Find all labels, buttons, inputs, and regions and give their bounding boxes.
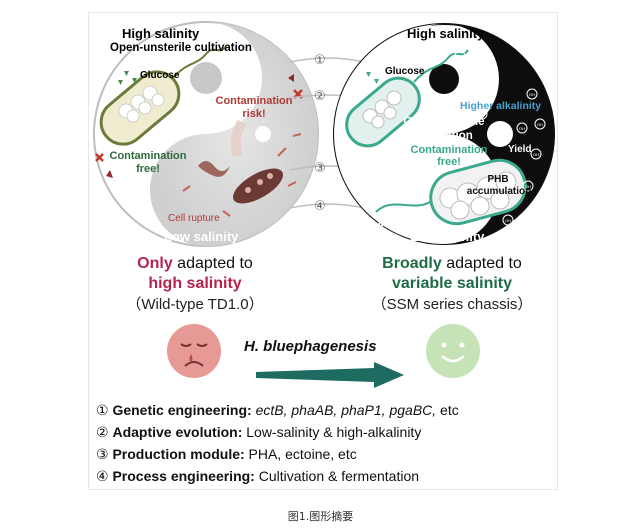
strategy-num-1: ① (96, 402, 109, 418)
strategy-detail-4: Cultivation & fermentation (254, 468, 420, 484)
organism-label: H. bluephagenesis (244, 338, 377, 355)
strategy-detail-2: Low-salinity & high-alkalinity (242, 424, 422, 440)
left-rupture-debris (182, 133, 302, 217)
right-cultivation-label-2: cultivation (415, 130, 473, 142)
right-caption-emph: Broadly (382, 255, 442, 272)
strategy-num-3: ③ (96, 446, 109, 462)
strategy-italic-1: ectB, phaAB, phaP1, pgaBC, (255, 402, 437, 418)
arrow-number-1: ① (314, 52, 326, 67)
strategy-num-4: ④ (96, 468, 109, 484)
arrow-number-2: ② (314, 88, 326, 103)
right-bacterium-top (345, 49, 469, 148)
right-alkalinity-label: Higher alkalinity (460, 100, 542, 112)
oh-ion-label: OH (457, 54, 463, 59)
left-arrows (106, 74, 294, 178)
left-contamination-free-label: Contamination free! (109, 150, 187, 175)
oh-ion-label: OH (519, 126, 525, 131)
strategy-title-3: Production module: (112, 446, 245, 462)
right-caption-line2: variable salinity (391, 275, 513, 292)
strategy-item-4: ④ Process engineering: Cultivation & fer… (96, 468, 419, 485)
right-low-salinity-label: Low salinity (410, 229, 485, 244)
right-yinyang-diagram: OH OH OH OH OH OH OH OH OH OH OH (333, 23, 555, 245)
strategy-item-2: ② Adaptive evolution: Low-salinity & hig… (96, 424, 421, 441)
left-caption-line2: high salinity (148, 275, 242, 292)
oh-ion-label: OH (529, 92, 535, 97)
strategy-detail-1: etc (436, 402, 459, 418)
left-eye-grey (190, 62, 222, 94)
right-cultivation-label-1: Open-unsterile (403, 116, 485, 128)
right-eye-white (487, 121, 513, 147)
happy-face-icon (426, 324, 480, 378)
strategy-title-4: Process engineering: (112, 468, 255, 484)
sad-face-icon (167, 324, 221, 378)
right-contamination-free-label-1: Contamination (410, 144, 488, 156)
oh-ion-label: OH (533, 152, 539, 157)
right-high-salinity-label: High salinity (407, 26, 485, 41)
right-stable-label-1: Stable & (388, 206, 429, 217)
transition-arrow-icon (256, 362, 404, 388)
oh-ion-label: OH (489, 74, 495, 79)
right-phb-label-1: PHB (487, 174, 509, 185)
oh-ion-label: OH (505, 218, 511, 223)
oh-ion-label: OH (479, 112, 485, 117)
left-caption-emph: Only (137, 255, 173, 272)
left-low-salinity-label: Low salinity (164, 229, 239, 244)
strategy-title-1: Genetic engineering: (112, 402, 252, 418)
left-contamination-risk-label: Contamination risk! (215, 95, 293, 120)
strategy-detail-3: PHA, ectoine, etc (244, 446, 357, 462)
strategy-item-3: ③ Production module: PHA, ectoine, etc (96, 446, 357, 463)
right-phb-cell (375, 158, 527, 226)
left-caption-line3: （Wild-type TD1.0） (126, 296, 264, 313)
left-yinyang-diagram (93, 21, 319, 247)
arrow-number-3: ③ (314, 160, 326, 175)
left-high-salinity-label: High salinity (122, 26, 200, 41)
right-caption-line1: Broadly adapted to (352, 254, 552, 273)
left-cell-rupture-label: Cell rupture (168, 213, 220, 224)
strategy-title-2: Adaptive evolution: (112, 424, 243, 440)
right-stable-label-2: larger cells (378, 218, 431, 229)
arrow-number-4: ④ (314, 198, 326, 213)
left-glucose-dots (118, 71, 137, 85)
right-caption-rest: adapted to (441, 255, 522, 272)
right-oh-ions (366, 50, 546, 226)
oh-ion-label: OH (369, 202, 375, 207)
left-eye-white (255, 126, 271, 142)
strategy-item-1: ① Genetic engineering: ectB, phaAB, phaP… (96, 402, 459, 419)
left-glucose-label: Glucose (140, 70, 180, 81)
right-caption-line3: （SSM series chassis） (371, 296, 533, 313)
right-phb-label-2: accumulation (466, 186, 532, 197)
left-caption-line1: Only adapted to (100, 254, 290, 273)
left-contaminant-cells (198, 119, 283, 204)
right-contamination-free-label-2: free! (437, 156, 461, 168)
arrow-path-1 (289, 57, 365, 63)
oh-ion-label: OH (475, 62, 481, 67)
left-bacterium-healthy (99, 45, 227, 146)
right-yield-label: Yield (508, 144, 532, 155)
right-glucose-dots (366, 72, 379, 84)
figure-caption: 图1.图形摘要 (287, 510, 354, 523)
left-caption-rest: adapted to (172, 255, 253, 272)
right-glucose-label: Glucose (385, 66, 425, 77)
right-eye-black (429, 64, 459, 94)
oh-ion-label: OH (537, 122, 543, 127)
arrow-path-4 (289, 203, 365, 209)
left-cultivation-label: Open-unsterile cultivation (110, 42, 252, 54)
strategy-num-2: ② (96, 424, 109, 440)
oh-ion-label: OH (525, 184, 531, 189)
